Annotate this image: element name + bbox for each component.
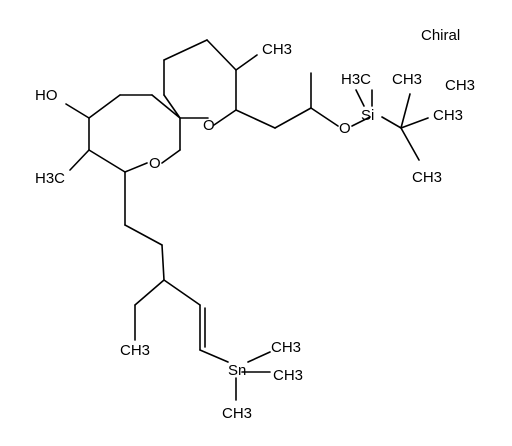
ring-methyl-left-label: H3C <box>35 170 65 187</box>
si-methyl-up-right-label: CH3 <box>392 71 422 88</box>
bond <box>206 39 237 71</box>
bond <box>124 162 148 173</box>
atom-labels: HO O O O Si Sn CH3 H3C H3C CH3 CH3 CH3 C… <box>35 41 475 422</box>
silicon-label: Si <box>361 107 374 124</box>
ring-oxygen-left-label: O <box>149 155 161 172</box>
bond <box>381 116 402 129</box>
bond <box>69 149 90 171</box>
tbutyl-methyl-up-label: CH3 <box>445 77 475 94</box>
bond <box>400 117 429 129</box>
bond <box>163 279 201 306</box>
silyl-ether-oxygen-label: O <box>339 120 351 137</box>
bond <box>213 109 237 126</box>
bond <box>400 127 420 161</box>
bond <box>88 149 126 173</box>
bonds <box>65 39 429 401</box>
bond <box>88 94 121 119</box>
bond <box>65 103 90 119</box>
sn-methyl-bottom-label: CH3 <box>222 405 252 422</box>
bond <box>400 93 411 129</box>
bond <box>235 54 258 71</box>
bond <box>134 279 165 306</box>
si-methyl-up-label: H3C <box>341 71 371 88</box>
bond <box>199 349 229 363</box>
sn-methyl-mid-label: CH3 <box>273 367 303 384</box>
bond <box>351 116 371 127</box>
chiral-label: Chiral <box>421 27 460 44</box>
tbutyl-methyl-right-label: CH3 <box>433 107 463 124</box>
bond <box>274 107 312 129</box>
sn-methyl-right-label: CH3 <box>271 339 301 356</box>
bond <box>151 94 181 119</box>
bond <box>161 149 181 164</box>
bond <box>235 109 276 129</box>
ring-methyl-top-label: CH3 <box>262 41 292 58</box>
bond <box>124 224 163 246</box>
tbutyl-methyl-down-label: CH3 <box>412 169 442 186</box>
bond <box>310 107 339 127</box>
bond <box>161 244 165 281</box>
ethyl-methyl-label: CH3 <box>120 342 150 359</box>
bond <box>163 39 208 61</box>
bond <box>355 89 365 107</box>
bond <box>163 94 181 119</box>
hydroxyl-label: HO <box>35 87 58 104</box>
bond <box>247 351 271 363</box>
ring-oxygen-right-label: O <box>203 117 215 134</box>
tin-label: Sn <box>228 362 246 379</box>
